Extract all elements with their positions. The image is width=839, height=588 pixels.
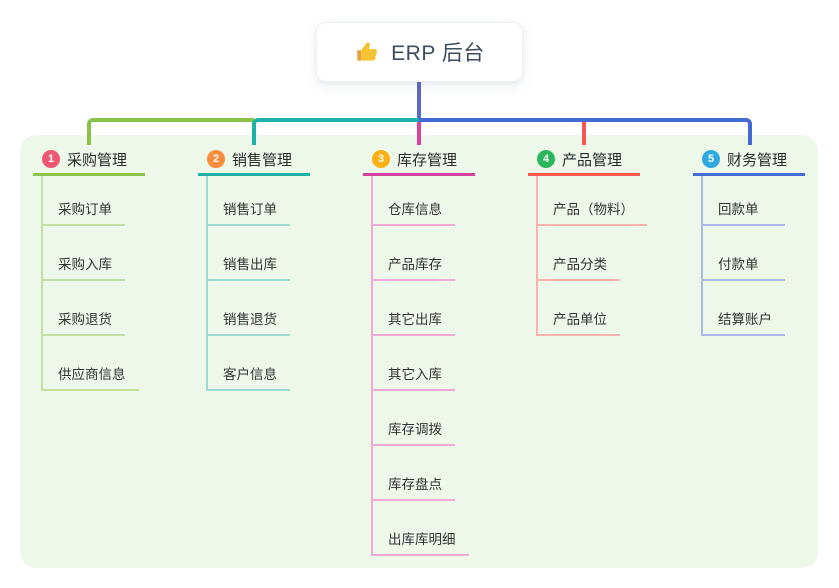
branch-title: 采购管理 — [67, 151, 128, 169]
leaf-item[interactable]: 销售退货 — [198, 281, 358, 336]
leaf-label[interactable]: 销售订单 — [206, 198, 290, 226]
leaf-label[interactable]: 采购入库 — [41, 253, 125, 281]
thumbs-up-icon — [357, 42, 378, 61]
branch-number-badge: 3 — [372, 150, 390, 168]
leaf-item[interactable]: 采购入库 — [33, 226, 193, 281]
leaf-item[interactable]: 采购订单 — [33, 176, 193, 226]
branch-number-badge: 1 — [42, 150, 60, 168]
branch-purchase: 1 采购管理 采购订单 采购入库 采购退货 供应商信息 — [33, 145, 193, 391]
leaf-item[interactable]: 销售出库 — [198, 226, 358, 281]
drop-line-branch4 — [582, 122, 586, 145]
branch-finance: 5 财务管理 回款单 付款单 结算账户 — [693, 145, 839, 336]
root-node-label: ERP 后台 — [391, 42, 485, 65]
leaf-item[interactable]: 客户信息 — [198, 336, 358, 391]
leaf-label[interactable]: 采购订单 — [41, 198, 125, 226]
leaf-label[interactable]: 付款单 — [701, 253, 785, 281]
leaf-item[interactable]: 产品（物料） — [528, 176, 688, 226]
branch-inventory: 3 库存管理 仓库信息 产品库存 其它出库 其它入库 库存调拨 库存盘点 出库库… — [363, 145, 523, 556]
leaf-label[interactable]: 结算账户 — [701, 308, 785, 336]
root-connector-stem — [417, 82, 421, 120]
leaf-label[interactable]: 仓库信息 — [371, 198, 455, 226]
leaf-item[interactable]: 采购退货 — [33, 281, 193, 336]
leaf-item[interactable]: 销售订单 — [198, 176, 358, 226]
branches-panel — [20, 135, 818, 568]
leaf-label[interactable]: 销售出库 — [206, 253, 290, 281]
drop-line-branch3 — [417, 122, 421, 145]
branch-sales-header[interactable]: 2 销售管理 — [198, 145, 310, 176]
leaf-label[interactable]: 其它出库 — [371, 308, 455, 336]
branch-finance-header[interactable]: 5 财务管理 — [693, 145, 805, 176]
leaf-item[interactable]: 结算账户 — [693, 281, 839, 336]
leaf-label[interactable]: 库存调拨 — [371, 418, 455, 446]
leaf-label[interactable]: 销售退货 — [206, 308, 290, 336]
leaf-label[interactable]: 库存盘点 — [371, 473, 455, 501]
branch-title: 财务管理 — [727, 151, 788, 169]
branch-spine — [371, 176, 373, 556]
branch-sales: 2 销售管理 销售订单 销售出库 销售退货 客户信息 — [198, 145, 358, 391]
branch-spine — [701, 176, 703, 336]
branch-number-badge: 5 — [702, 150, 720, 168]
leaf-item[interactable]: 其它入库 — [363, 336, 523, 391]
leaf-item[interactable]: 产品库存 — [363, 226, 523, 281]
leaf-label[interactable]: 供应商信息 — [41, 363, 139, 391]
branch-product: 4 产品管理 产品（物料） 产品分类 产品单位 — [528, 145, 688, 336]
leaf-label[interactable]: 其它入库 — [371, 363, 455, 391]
leaf-label[interactable]: 产品库存 — [371, 253, 455, 281]
leaf-item[interactable]: 供应商信息 — [33, 336, 193, 391]
bus-line-branch2 — [252, 118, 419, 145]
leaf-item[interactable]: 回款单 — [693, 176, 839, 226]
branch-title: 产品管理 — [562, 151, 623, 169]
branch-title: 销售管理 — [232, 151, 293, 169]
leaf-item[interactable]: 其它出库 — [363, 281, 523, 336]
branch-number-badge: 2 — [207, 150, 225, 168]
leaf-label[interactable]: 采购退货 — [41, 308, 125, 336]
leaf-label[interactable]: 回款单 — [701, 198, 785, 226]
leaf-item[interactable]: 库存调拨 — [363, 391, 523, 446]
leaf-item[interactable]: 付款单 — [693, 226, 839, 281]
bus-line-branch1 — [87, 118, 254, 145]
leaf-item[interactable]: 产品单位 — [528, 281, 688, 336]
branch-inventory-header[interactable]: 3 库存管理 — [363, 145, 475, 176]
leaf-item[interactable]: 仓库信息 — [363, 176, 523, 226]
branch-title: 库存管理 — [397, 151, 458, 169]
branch-spine — [206, 176, 208, 391]
branch-product-header[interactable]: 4 产品管理 — [528, 145, 640, 176]
leaf-item[interactable]: 产品分类 — [528, 226, 688, 281]
bus-line-branch5 — [419, 118, 752, 145]
leaf-label[interactable]: 客户信息 — [206, 363, 290, 391]
branch-number-badge: 4 — [537, 150, 555, 168]
leaf-label[interactable]: 产品（物料） — [536, 198, 647, 226]
branch-purchase-header[interactable]: 1 采购管理 — [33, 145, 145, 176]
leaf-label[interactable]: 产品分类 — [536, 253, 620, 281]
branch-spine — [536, 176, 538, 336]
branch-spine — [41, 176, 43, 391]
root-node-erp[interactable]: ERP 后台 — [316, 22, 523, 82]
leaf-item[interactable]: 库存盘点 — [363, 446, 523, 501]
leaf-item[interactable]: 出库库明细 — [363, 501, 523, 556]
leaf-label[interactable]: 出库库明细 — [371, 528, 469, 556]
leaf-label[interactable]: 产品单位 — [536, 308, 620, 336]
